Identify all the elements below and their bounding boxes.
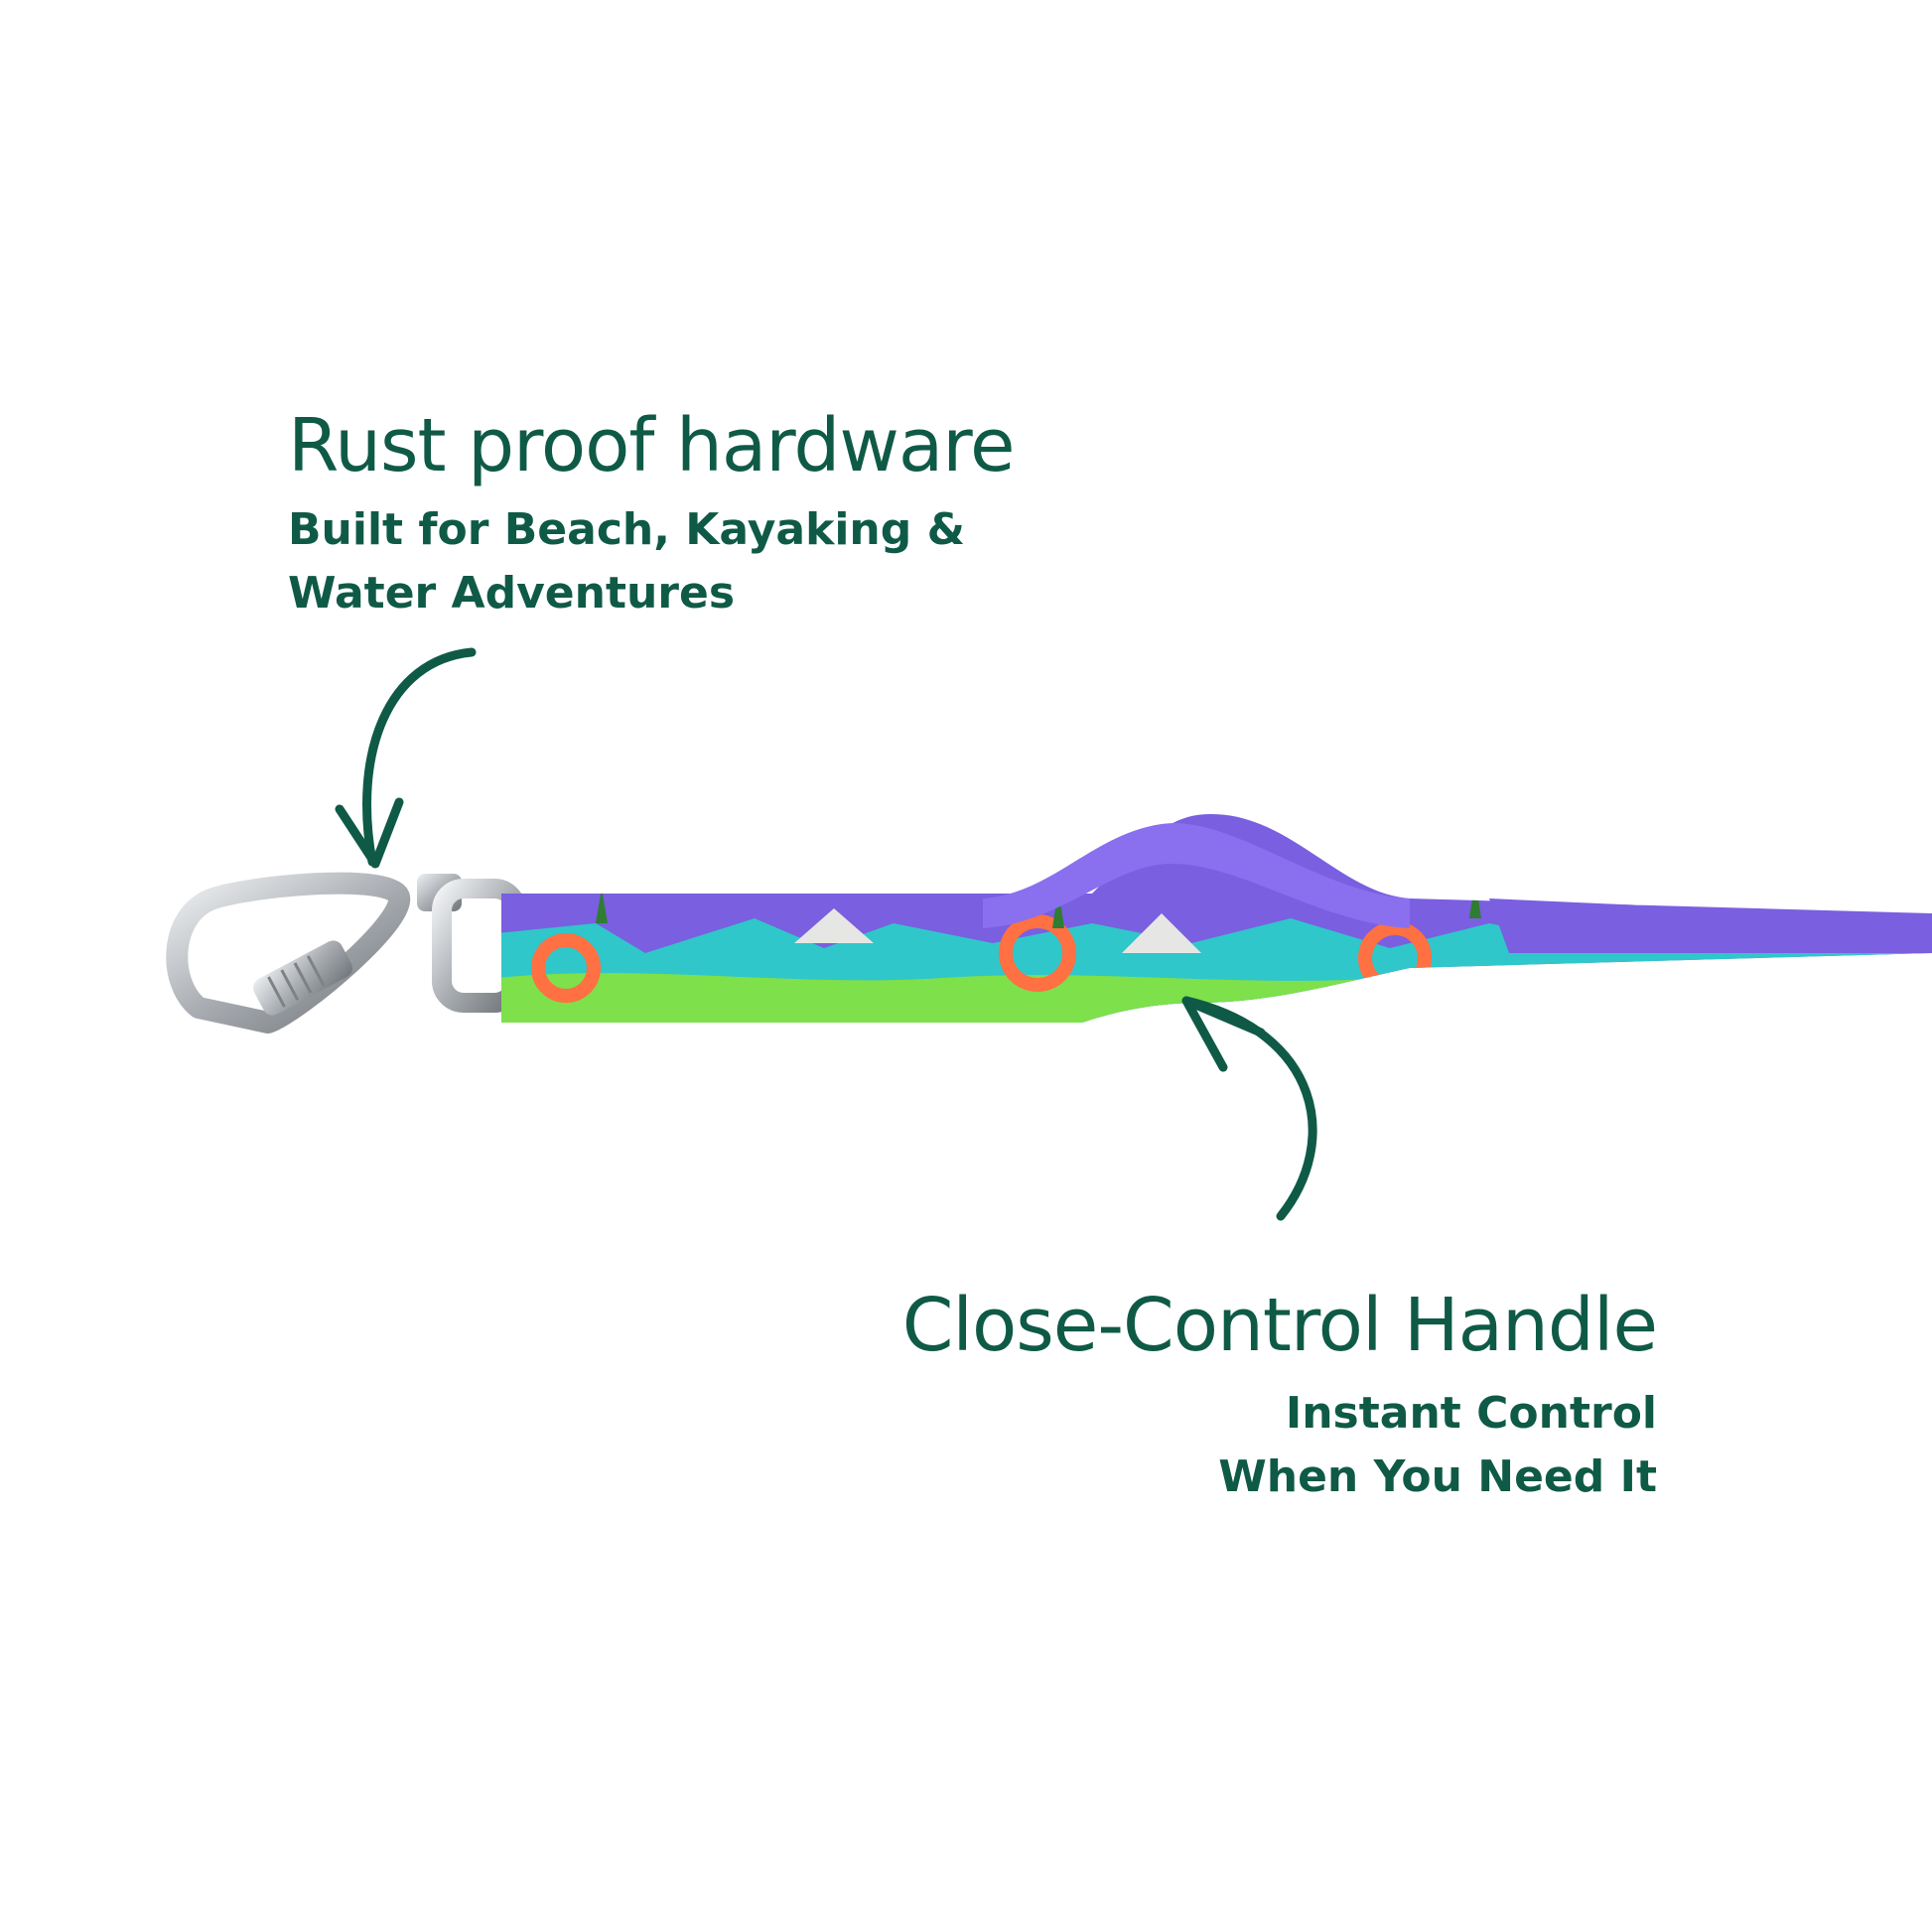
hardware-callout-subtitle: Built for Beach, Kayaking & Water Advent… — [288, 498, 983, 625]
hardware-subtitle-line-2: Water Adventures — [288, 568, 736, 619]
hardware-callout-title: Rust proof hardware — [288, 403, 1016, 488]
hardware-subtitle-line-1: Built for Beach, Kayaking & — [288, 504, 965, 555]
handle-callout-subtitle: Instant Control When You Need It — [962, 1382, 1657, 1509]
handle-loop — [983, 823, 1410, 928]
carabiner-clip — [166, 872, 411, 1034]
handle-callout-title: Close-Control Handle — [901, 1283, 1658, 1368]
handle-subtitle-line-2: When You Need It — [1218, 1451, 1657, 1502]
curved-arrow-up-icon — [1181, 996, 1317, 1221]
handle-subtitle-line-1: Instant Control — [1285, 1388, 1657, 1439]
curved-arrow-down-icon — [335, 647, 477, 869]
